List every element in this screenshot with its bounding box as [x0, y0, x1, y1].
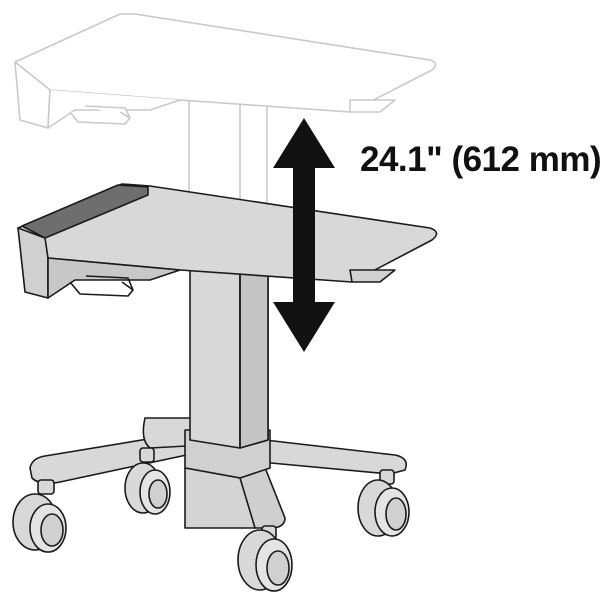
- double-headed-vertical-arrow-icon: [273, 118, 335, 352]
- side-flap: [349, 269, 396, 283]
- ghost-handle: [69, 105, 131, 125]
- front-bezel: [17, 227, 49, 299]
- worksurface: [17, 183, 438, 283]
- caster-front: [237, 525, 293, 592]
- caster-back: [124, 447, 171, 515]
- height-dimension-label: 24.1" (612 mm): [360, 140, 600, 179]
- base-bin: [184, 467, 256, 529]
- ghost-worksurface: [14, 13, 437, 113]
- caster-left: [12, 479, 67, 553]
- cart-body: [17, 183, 438, 529]
- handle: [69, 275, 134, 297]
- casters: [12, 447, 410, 592]
- base-leg-right: [259, 439, 408, 475]
- caster-right: [357, 469, 410, 537]
